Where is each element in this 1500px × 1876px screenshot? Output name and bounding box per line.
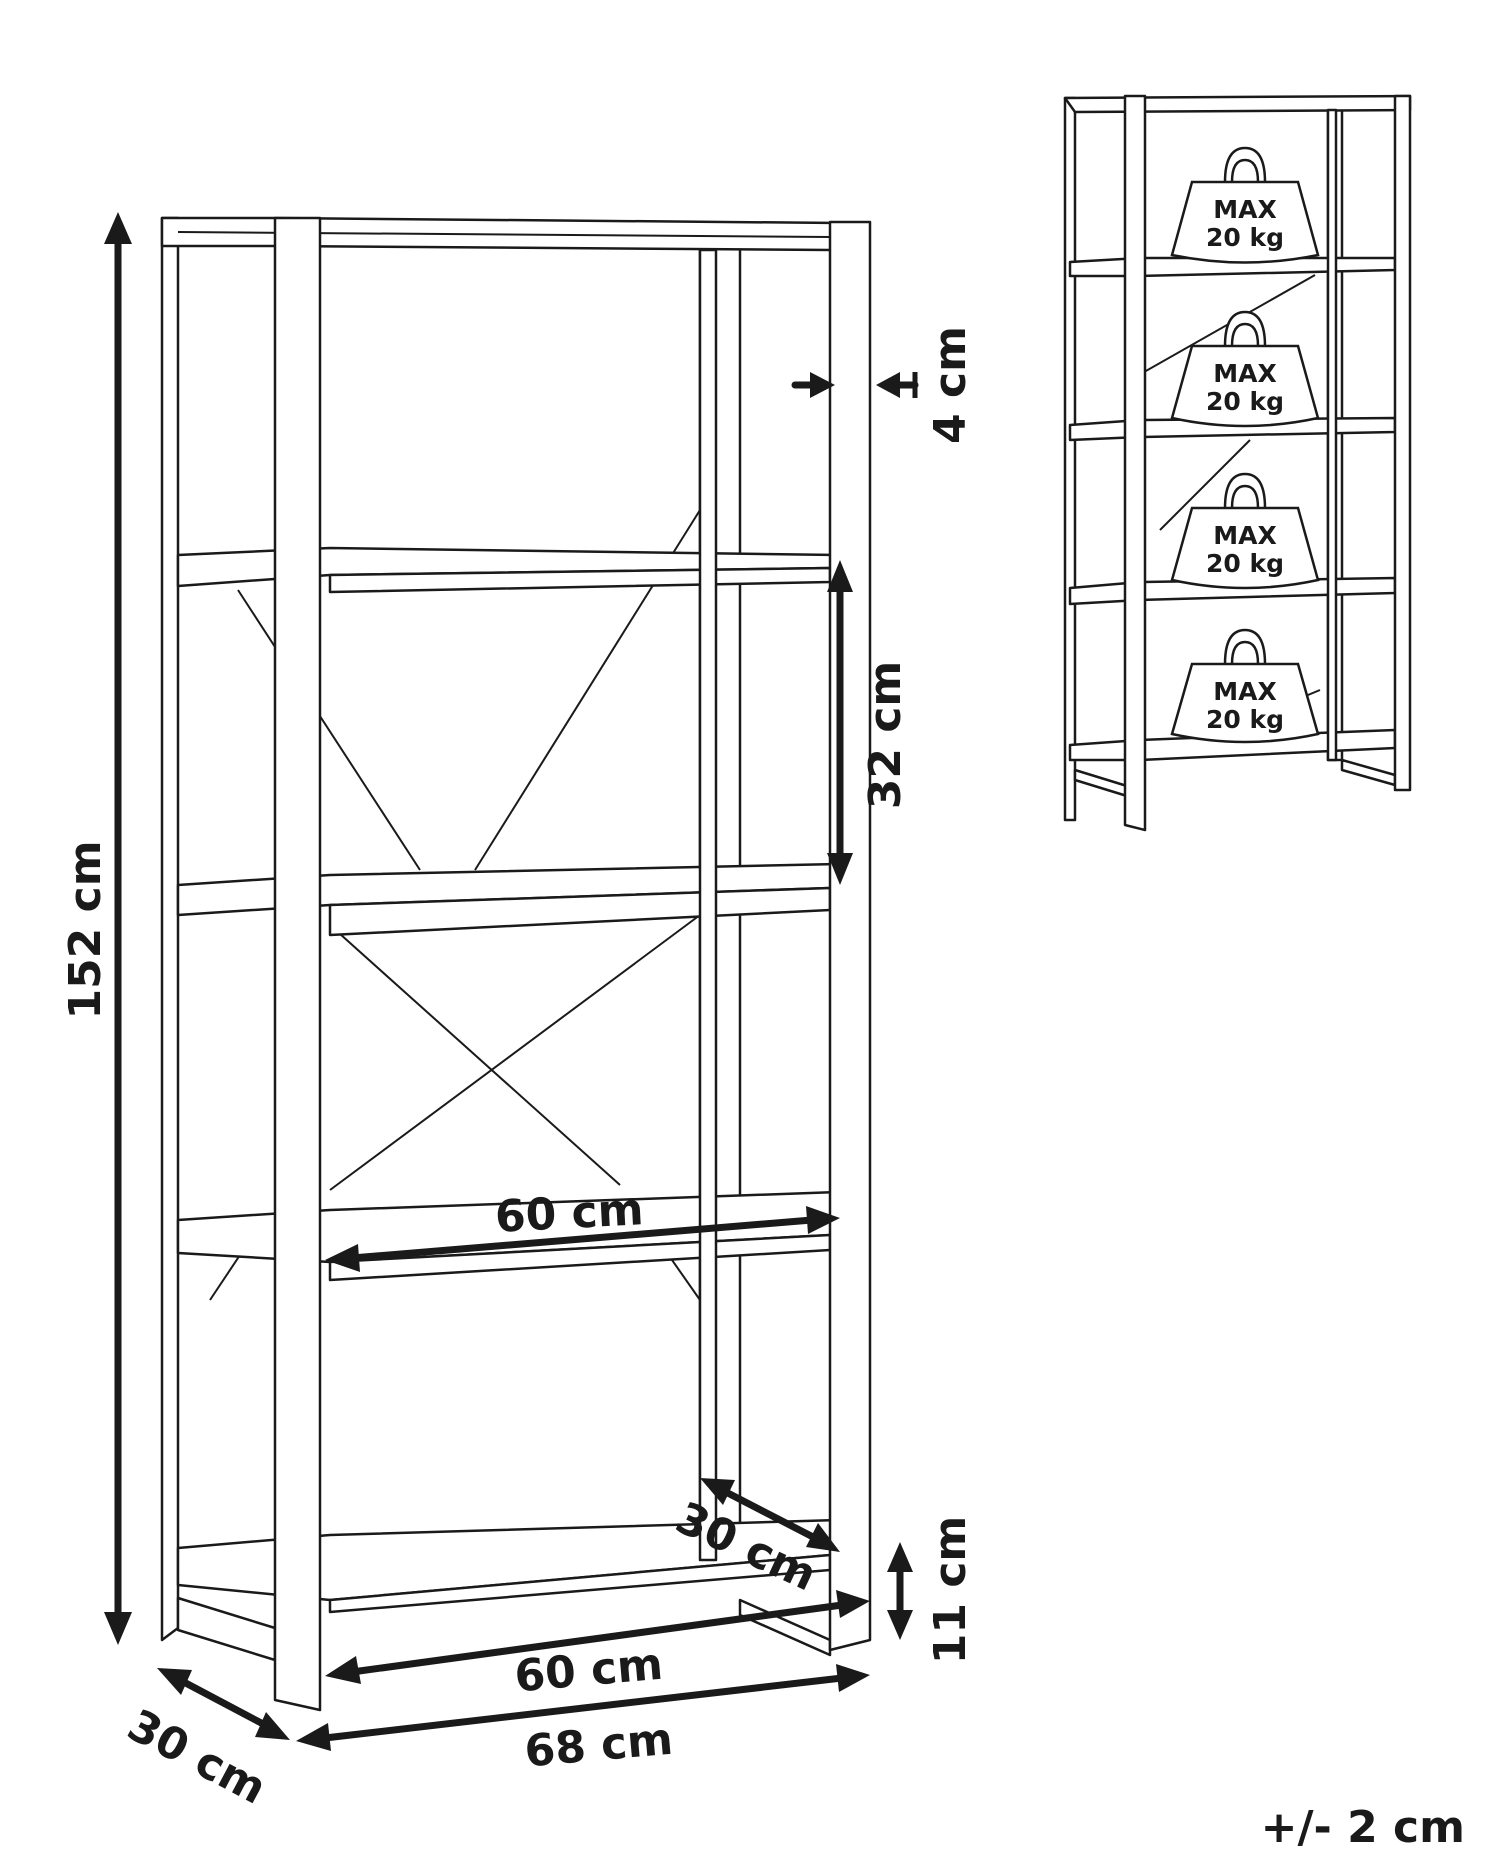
load-label-4-line1: MAX <box>1213 677 1277 706</box>
label-overall-width: 68 cm <box>523 1714 675 1778</box>
dimension-lines <box>104 212 919 1751</box>
label-frame-thickness: 4 cm <box>925 326 976 444</box>
label-shelf-spacing: 32 cm <box>860 661 911 809</box>
label-height-total: 152 cm <box>60 840 111 1019</box>
load-label-2-line1: MAX <box>1213 359 1277 388</box>
weight-icon: MAX 20 kg <box>1170 628 1320 744</box>
weight-icon: MAX 20 kg <box>1170 310 1320 428</box>
label-inner-width: 60 cm <box>494 1184 645 1243</box>
load-capacity-drawing <box>1063 94 1412 832</box>
load-label-1-line2: 20 kg <box>1206 223 1284 252</box>
label-shelf-depth: 30 cm <box>668 1492 824 1601</box>
load-label-3-line1: MAX <box>1213 521 1277 550</box>
weight-icon: MAX 20 kg <box>1170 146 1320 264</box>
label-tolerance: +/- 2 cm <box>1261 1802 1465 1853</box>
weight-icon: MAX 20 kg <box>1170 472 1320 590</box>
load-label-4-line2: 20 kg <box>1206 705 1284 734</box>
load-label-2-line2: 20 kg <box>1206 387 1284 416</box>
load-label-3-line2: 20 kg <box>1206 549 1284 578</box>
load-label-1-line1: MAX <box>1213 195 1277 224</box>
main-shelf-drawing <box>160 216 872 1712</box>
label-bottom-clearance: 11 cm <box>925 1516 976 1664</box>
